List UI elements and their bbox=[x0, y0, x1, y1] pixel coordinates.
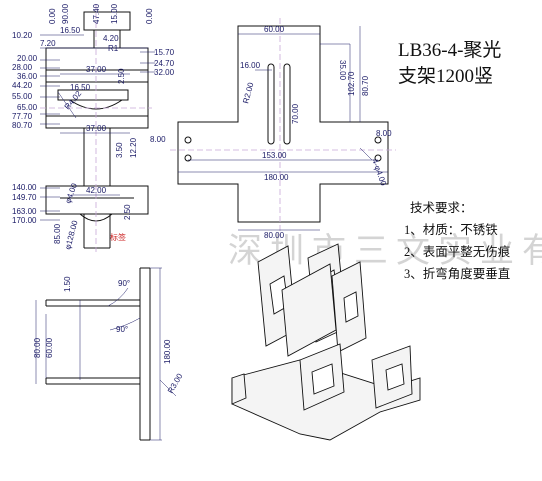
front-angle-label: R1 bbox=[108, 44, 119, 53]
side-angle-2: 90° bbox=[116, 325, 128, 334]
flat-slot-len: 70.00 bbox=[291, 103, 300, 124]
front-top-small: 7.20 bbox=[40, 39, 56, 48]
front-slot-a: 2.50 bbox=[117, 68, 126, 84]
front-right-dim-2: 24.70 bbox=[154, 59, 175, 68]
front-left-dim-2: 20.00 bbox=[17, 54, 38, 63]
side-height-a: 80.00 bbox=[33, 337, 42, 358]
title-line-2: 支架1200竖 bbox=[398, 65, 493, 87]
isometric-view bbox=[231, 243, 421, 441]
front-inner-a: 16.50 bbox=[70, 83, 91, 92]
front-top-inner-2: 4.20 bbox=[103, 34, 119, 43]
front-lower-width: 42.00 bbox=[86, 186, 107, 195]
front-left-dim-9: 80.70 bbox=[12, 121, 33, 130]
front-bottom-dim-a: 85.00 bbox=[53, 223, 62, 244]
side-dimension-lines bbox=[35, 267, 177, 441]
front-lower-dim-2: 149.70 bbox=[12, 193, 37, 202]
flat-height-a: 35.00 bbox=[338, 60, 347, 81]
front-lower-dim-3: 163.00 bbox=[12, 207, 37, 216]
front-view bbox=[45, 11, 149, 249]
requirement-item-3: 3、折弯角度要垂直 bbox=[404, 266, 510, 281]
flat-dimension-lines bbox=[178, 26, 388, 231]
front-left-dim-8: 77.70 bbox=[12, 112, 33, 121]
side-angle-1: 90° bbox=[118, 279, 130, 288]
front-lower-dim-1: 140.00 bbox=[12, 183, 37, 192]
flat-centerlines bbox=[170, 18, 396, 236]
front-left-dim-3: 28.00 bbox=[12, 63, 33, 72]
requirement-item-1: 1、材质：不锈铁 bbox=[404, 222, 498, 237]
side-view bbox=[45, 267, 151, 441]
flat-overall-width: 180.00 bbox=[264, 173, 289, 182]
front-top-dim-3: 47.40 bbox=[92, 3, 101, 24]
front-vert-a: 3.50 bbox=[115, 142, 124, 158]
front-left-dim-4: 36.00 bbox=[17, 72, 38, 81]
requirement-item-2: 2、表面平整无伤痕 bbox=[404, 244, 511, 259]
flat-slot-offset: 16.00 bbox=[240, 61, 261, 70]
flat-hole-dia: 4-φ4.00 bbox=[370, 158, 388, 188]
front-left-dim-6: 55.00 bbox=[12, 92, 33, 101]
front-left-dim-7: 65.00 bbox=[17, 103, 38, 112]
front-top-dim-2: 90.00 bbox=[61, 3, 70, 24]
side-top-dim: 1.50 bbox=[63, 276, 72, 292]
side-overall: 180.00 bbox=[163, 339, 172, 364]
requirements-heading: 技术要求： bbox=[410, 201, 473, 215]
front-width-low: 37.00 bbox=[86, 124, 107, 133]
front-top-dim-4: 15.00 bbox=[110, 3, 119, 24]
front-left-dim-1: 10.20 bbox=[12, 31, 33, 40]
front-top-dim-5: 0.00 bbox=[145, 8, 154, 24]
flat-radius: R2.00 bbox=[241, 81, 255, 104]
flat-bottom-width: 80.00 bbox=[264, 231, 285, 240]
front-top-dim-1: 0.00 bbox=[48, 8, 57, 24]
front-lower-dim-4: 170.00 bbox=[12, 216, 37, 225]
front-right-dim-1: 15.70 bbox=[154, 48, 175, 57]
flat-height-c: 80.70 bbox=[361, 75, 370, 96]
title-line-1: LB36-4-聚光 bbox=[398, 39, 501, 61]
front-lower-circle: φ4.00 bbox=[63, 182, 79, 205]
front-left-dim-5: 44.20 bbox=[12, 81, 33, 90]
front-width-mid: 37.00 bbox=[86, 65, 107, 74]
flat-side-left: 8.00 bbox=[150, 135, 166, 144]
stamp-label: 标签 bbox=[110, 232, 126, 242]
side-radius: R3.00 bbox=[166, 372, 185, 395]
flat-view bbox=[177, 25, 389, 223]
front-dimension-lines bbox=[40, 34, 155, 221]
front-vert-b: 12.20 bbox=[129, 137, 138, 158]
flat-height-b: 102.70 bbox=[347, 71, 356, 96]
front-bottom-dim-b: φ128.00 bbox=[63, 219, 80, 251]
flat-top-width: 60.00 bbox=[264, 25, 285, 34]
front-lower-slot: 2.50 bbox=[123, 204, 132, 220]
side-height-b: 60.00 bbox=[45, 337, 54, 358]
front-right-dim-3: 32.00 bbox=[154, 68, 175, 77]
front-top-inner-1: 16.50 bbox=[60, 26, 81, 35]
front-centerlines bbox=[40, 4, 152, 252]
flat-side-right: 8.00 bbox=[376, 129, 392, 138]
flat-hole-span: 153.00 bbox=[262, 151, 287, 160]
